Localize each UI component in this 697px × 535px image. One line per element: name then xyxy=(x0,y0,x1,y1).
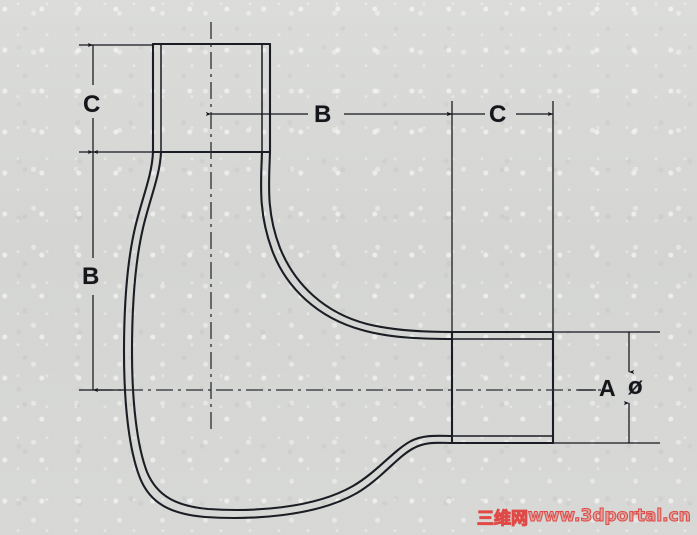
elbow-inner-bore-outer-side xyxy=(130,150,454,511)
dimension-label-b-horizontal: B xyxy=(314,101,332,128)
center-lines xyxy=(96,22,605,432)
diameter-symbol-icon: ø xyxy=(628,373,643,400)
dimension-lines xyxy=(79,43,660,444)
elbow-inner-wall-concave xyxy=(259,150,454,341)
watermark: 三维网 www.3dportal.cn xyxy=(477,505,692,530)
dimension-label-a: A xyxy=(599,375,616,401)
watermark-url: www.3dportal.cn xyxy=(528,506,692,527)
dimension-label-c-right: C xyxy=(489,101,507,128)
elbow-outer-wall xyxy=(122,150,454,519)
watermark-chinese-text: 三维网 xyxy=(477,508,529,529)
elbow-concave-outer-wall xyxy=(268,150,454,334)
dimension-label-b-vertical: B xyxy=(82,263,100,290)
part-outline xyxy=(122,42,555,519)
dimension-label-c-top: C xyxy=(83,91,101,118)
